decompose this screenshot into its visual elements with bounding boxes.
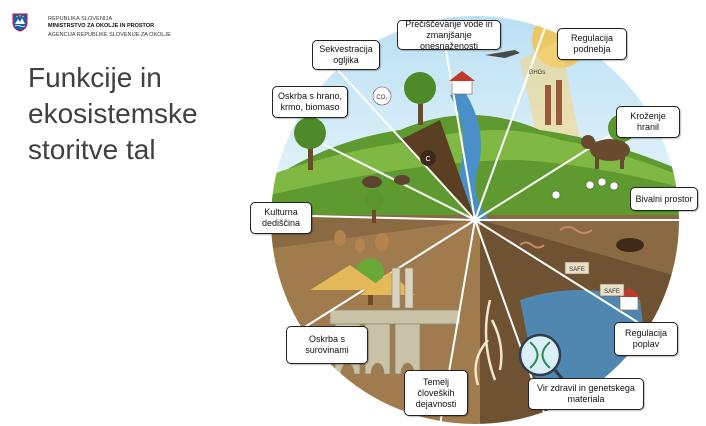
- ghgs-text: GHGs: [529, 70, 546, 76]
- header-agency: AGENCIJA REPUBLIKE SLOVENIJE ZA OKOLJE: [48, 32, 171, 38]
- label-bivalni-prostor: Bivalni prostor: [630, 187, 698, 211]
- factory-icon: [545, 80, 562, 125]
- label-preciscevanje-vode: Prečiščevanje vode in zmanjšanje onesnaž…: [397, 19, 501, 51]
- plant-roots-icon: [474, 299, 503, 386]
- carbon-bubble: [420, 150, 436, 166]
- header-country: REPUBLIKA SLOVENIJA: [48, 16, 113, 22]
- animal-icon: [362, 175, 410, 188]
- label-temelj-cloveskih-dejavnosti: Temelj človeških dejavnosti: [404, 370, 468, 416]
- tree-icon: [294, 117, 326, 170]
- worm-icon: [519, 241, 545, 249]
- tree-icon: [364, 190, 384, 223]
- safe-sign: SAFE: [599, 283, 625, 297]
- label-regulacija-poplav: Regulacija poplav: [614, 322, 678, 356]
- worm-icon: [559, 226, 593, 234]
- label-oskrba-s-hrano: Oskrba s hrano, krmo, biomaso: [272, 86, 348, 118]
- page-title-line-2: ekosistemske: [28, 98, 198, 129]
- co2-bubble: [372, 86, 392, 106]
- safe-text: SAFE: [569, 267, 585, 273]
- co2-text: CO₂: [376, 95, 388, 101]
- burrow-icon: [616, 238, 644, 252]
- carbon-text: C: [425, 156, 430, 163]
- tree-icon: [404, 72, 436, 125]
- header-ministry: MINISTRSTVO ZA OKOLJE IN PROSTOR: [48, 23, 155, 29]
- label-kulturna-dediscina: Kulturna dediščina: [250, 202, 312, 234]
- hay-icon: [310, 265, 415, 295]
- column-icon: [391, 267, 414, 309]
- plane-icon: [485, 50, 520, 58]
- pottery-icon: [334, 230, 389, 252]
- label-krozenje-hranil: Kroženje hranil: [616, 106, 680, 138]
- label-oskrba-s-surovinami: Oskrba s surovinami: [286, 326, 368, 364]
- label-vir-zdravil: Vir zdravil in genetskega materiala: [528, 378, 644, 410]
- page-title: Funkcije in ekosistemske storitve tal: [28, 60, 228, 168]
- page-title-line-3: storitve tal: [28, 134, 156, 165]
- safe-sign: SAFE: [564, 261, 590, 275]
- label-sekvestracija-ogljika: Sekvestracija ogljika: [312, 40, 380, 70]
- label-regulacija-podnebja: Regulacija podnebja: [557, 28, 627, 60]
- page-title-line-1: Funkcije in: [28, 62, 162, 93]
- cow-icon: [581, 135, 630, 169]
- agency-header: REPUBLIKA SLOVENIJA MINISTRSTVO ZA OKOLJ…: [8, 10, 208, 42]
- dark-soil-wedge: [400, 120, 475, 220]
- nutrient-particles: [551, 177, 619, 200]
- slovenia-crest-icon: [12, 13, 28, 32]
- safe-text: SAFE: [604, 289, 620, 295]
- house-icon: [449, 71, 475, 95]
